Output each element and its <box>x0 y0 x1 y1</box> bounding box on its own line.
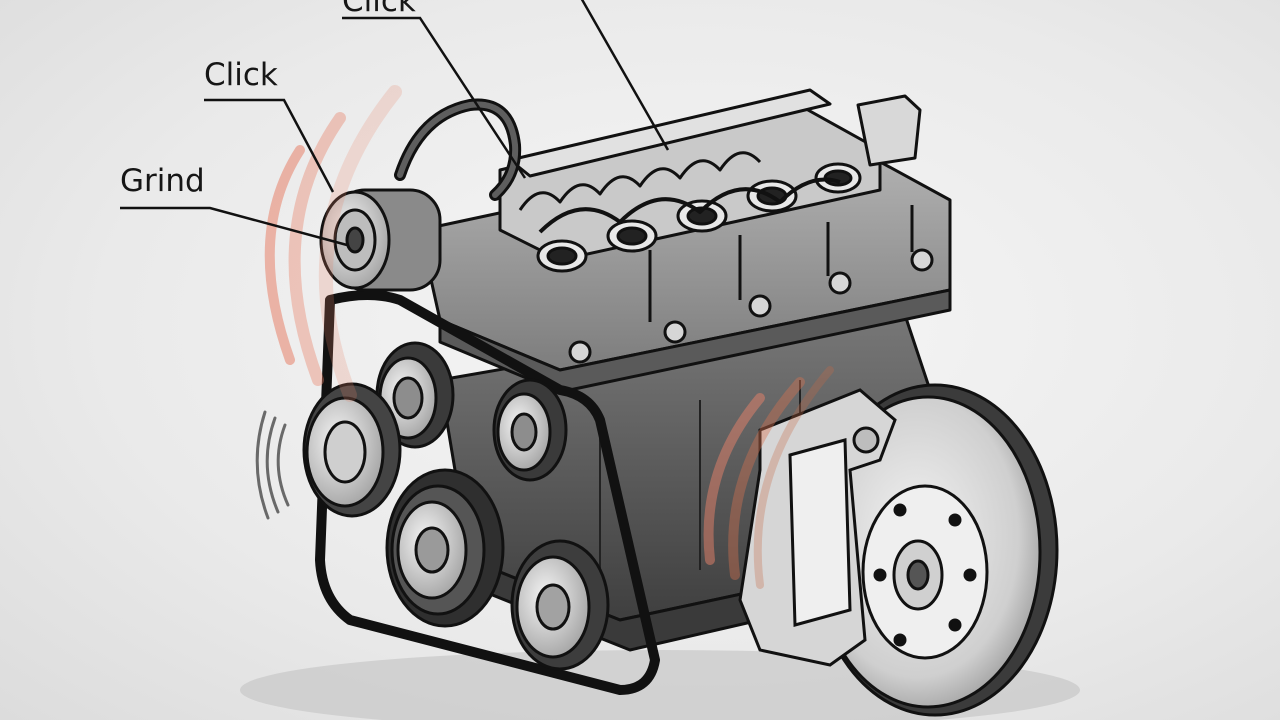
leader-lines <box>120 0 670 247</box>
brake-rotor <box>811 383 1059 717</box>
sound-wave-icon <box>703 366 834 589</box>
vibration-icon <box>255 410 290 520</box>
crankshaft-pulley <box>385 468 505 628</box>
callout-grind: Grind <box>120 163 205 199</box>
brake-caliper <box>738 388 897 667</box>
sound-wave-icon <box>264 85 402 402</box>
callout-click-mid: Click <box>204 57 278 93</box>
serpentine-belt <box>315 290 660 695</box>
tensioner-pulley <box>492 378 568 482</box>
water-pump-pulley <box>510 539 610 671</box>
alternator-pulley <box>319 188 442 292</box>
power-steering-pulley <box>302 382 402 518</box>
callout-click-top: Click <box>342 0 416 19</box>
coolant-hose <box>394 98 522 201</box>
